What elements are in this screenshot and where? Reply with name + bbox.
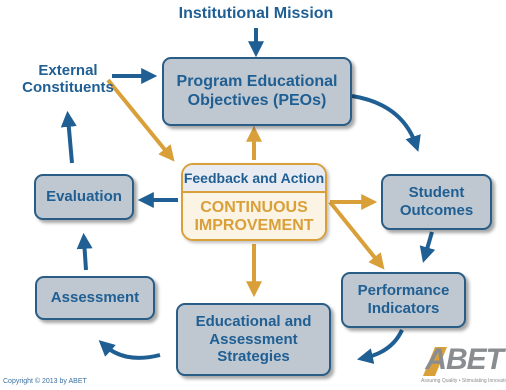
abet-logo-mark <box>423 347 447 376</box>
arrow-peo-to-outcomes <box>351 94 421 152</box>
arrow-strategies-to-assessment <box>98 340 161 360</box>
feedback-action-title: Feedback and Action <box>183 165 325 193</box>
strategies-box: Educational and Assessment Strategies <box>176 303 331 376</box>
student-outcomes-line2: Outcomes <box>399 202 474 219</box>
external-constituents-line1: External <box>38 62 98 79</box>
assessment-box: Assessment <box>35 276 155 320</box>
performance-indicators-box: Performance Indicators <box>341 272 466 328</box>
peo-line2: Objectives (PEOs) <box>187 91 327 109</box>
peo-line1: Program Educational <box>176 72 338 90</box>
continuous-improvement-line2: IMPROVEMENT <box>194 217 314 234</box>
student-outcomes-box: Student Outcomes <box>381 174 492 230</box>
performance-indicators-line1: Performance <box>357 282 450 300</box>
evaluation-box: Evaluation <box>34 174 134 220</box>
arrow-center-to-indicators <box>328 200 385 270</box>
student-outcomes-line1: Student <box>408 184 465 202</box>
arrow-constituents-to-center <box>106 78 175 162</box>
peo-box: Program Educational Objectives (PEOs) <box>162 57 352 126</box>
continuous-improvement-line1: CONTINUOUS <box>200 198 308 216</box>
continuous-improvement-box: Feedback and Action CONTINUOUS IMPROVEME… <box>181 163 327 241</box>
arrow-assessment-to-evaluation <box>76 232 93 271</box>
strategies-line2: Assessment <box>209 330 298 348</box>
external-constituents-label: External Constituents <box>18 62 118 97</box>
abet-logo: ABET Assuring Quality • Stimulating Inno… <box>421 343 506 388</box>
arrow-outcomes-to-indicators <box>419 231 436 263</box>
performance-indicators-line2: Indicators <box>367 300 440 317</box>
external-constituents-line2: Constituents <box>22 79 114 97</box>
abet-logo-tagline: Assuring Quality • Stimulating Innovatio… <box>421 378 506 384</box>
strategies-line3: Strategies <box>217 348 290 366</box>
arrow-indicators-to-strategies <box>356 329 404 364</box>
abet-logo-text: ABET <box>425 343 504 376</box>
copyright-text: Copyright © 2013 by ABET <box>3 378 87 385</box>
strategies-line1: Educational and <box>195 312 312 330</box>
institutional-mission-label: Institutional Mission <box>178 5 334 22</box>
continuous-improvement-text: CONTINUOUS IMPROVEMENT <box>183 193 325 239</box>
arrow-evaluation-to-constituents <box>60 110 77 164</box>
